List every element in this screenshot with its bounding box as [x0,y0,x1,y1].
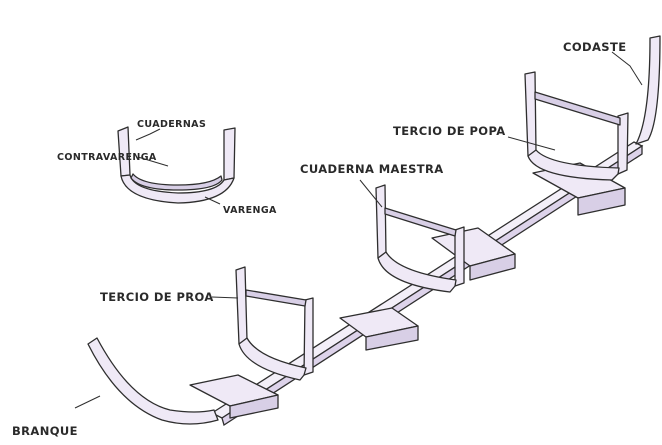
frame-tercio-de-proa [235,266,314,381]
label-branque: BRANQUE [12,424,78,438]
leader-lines [74,51,643,409]
label-cuaderna-maestra: CUADERNA MAESTRA [300,162,444,176]
frame-tercio-de-popa [524,71,629,181]
codaste-post [635,35,661,145]
label-cuadernas: CUADERNAS [137,119,206,130]
label-codaste: CODASTE [563,40,626,54]
label-varenga: VARENGA [223,205,277,216]
branque-stem [87,337,219,425]
frame-detail-inset [117,126,236,204]
label-tercio-de-popa: TERCIO DE POPA [393,124,506,138]
label-tercio-de-proa: TERCIO DE PROA [100,290,214,304]
label-contravarenga: CONTRAVARENGA [57,152,157,163]
